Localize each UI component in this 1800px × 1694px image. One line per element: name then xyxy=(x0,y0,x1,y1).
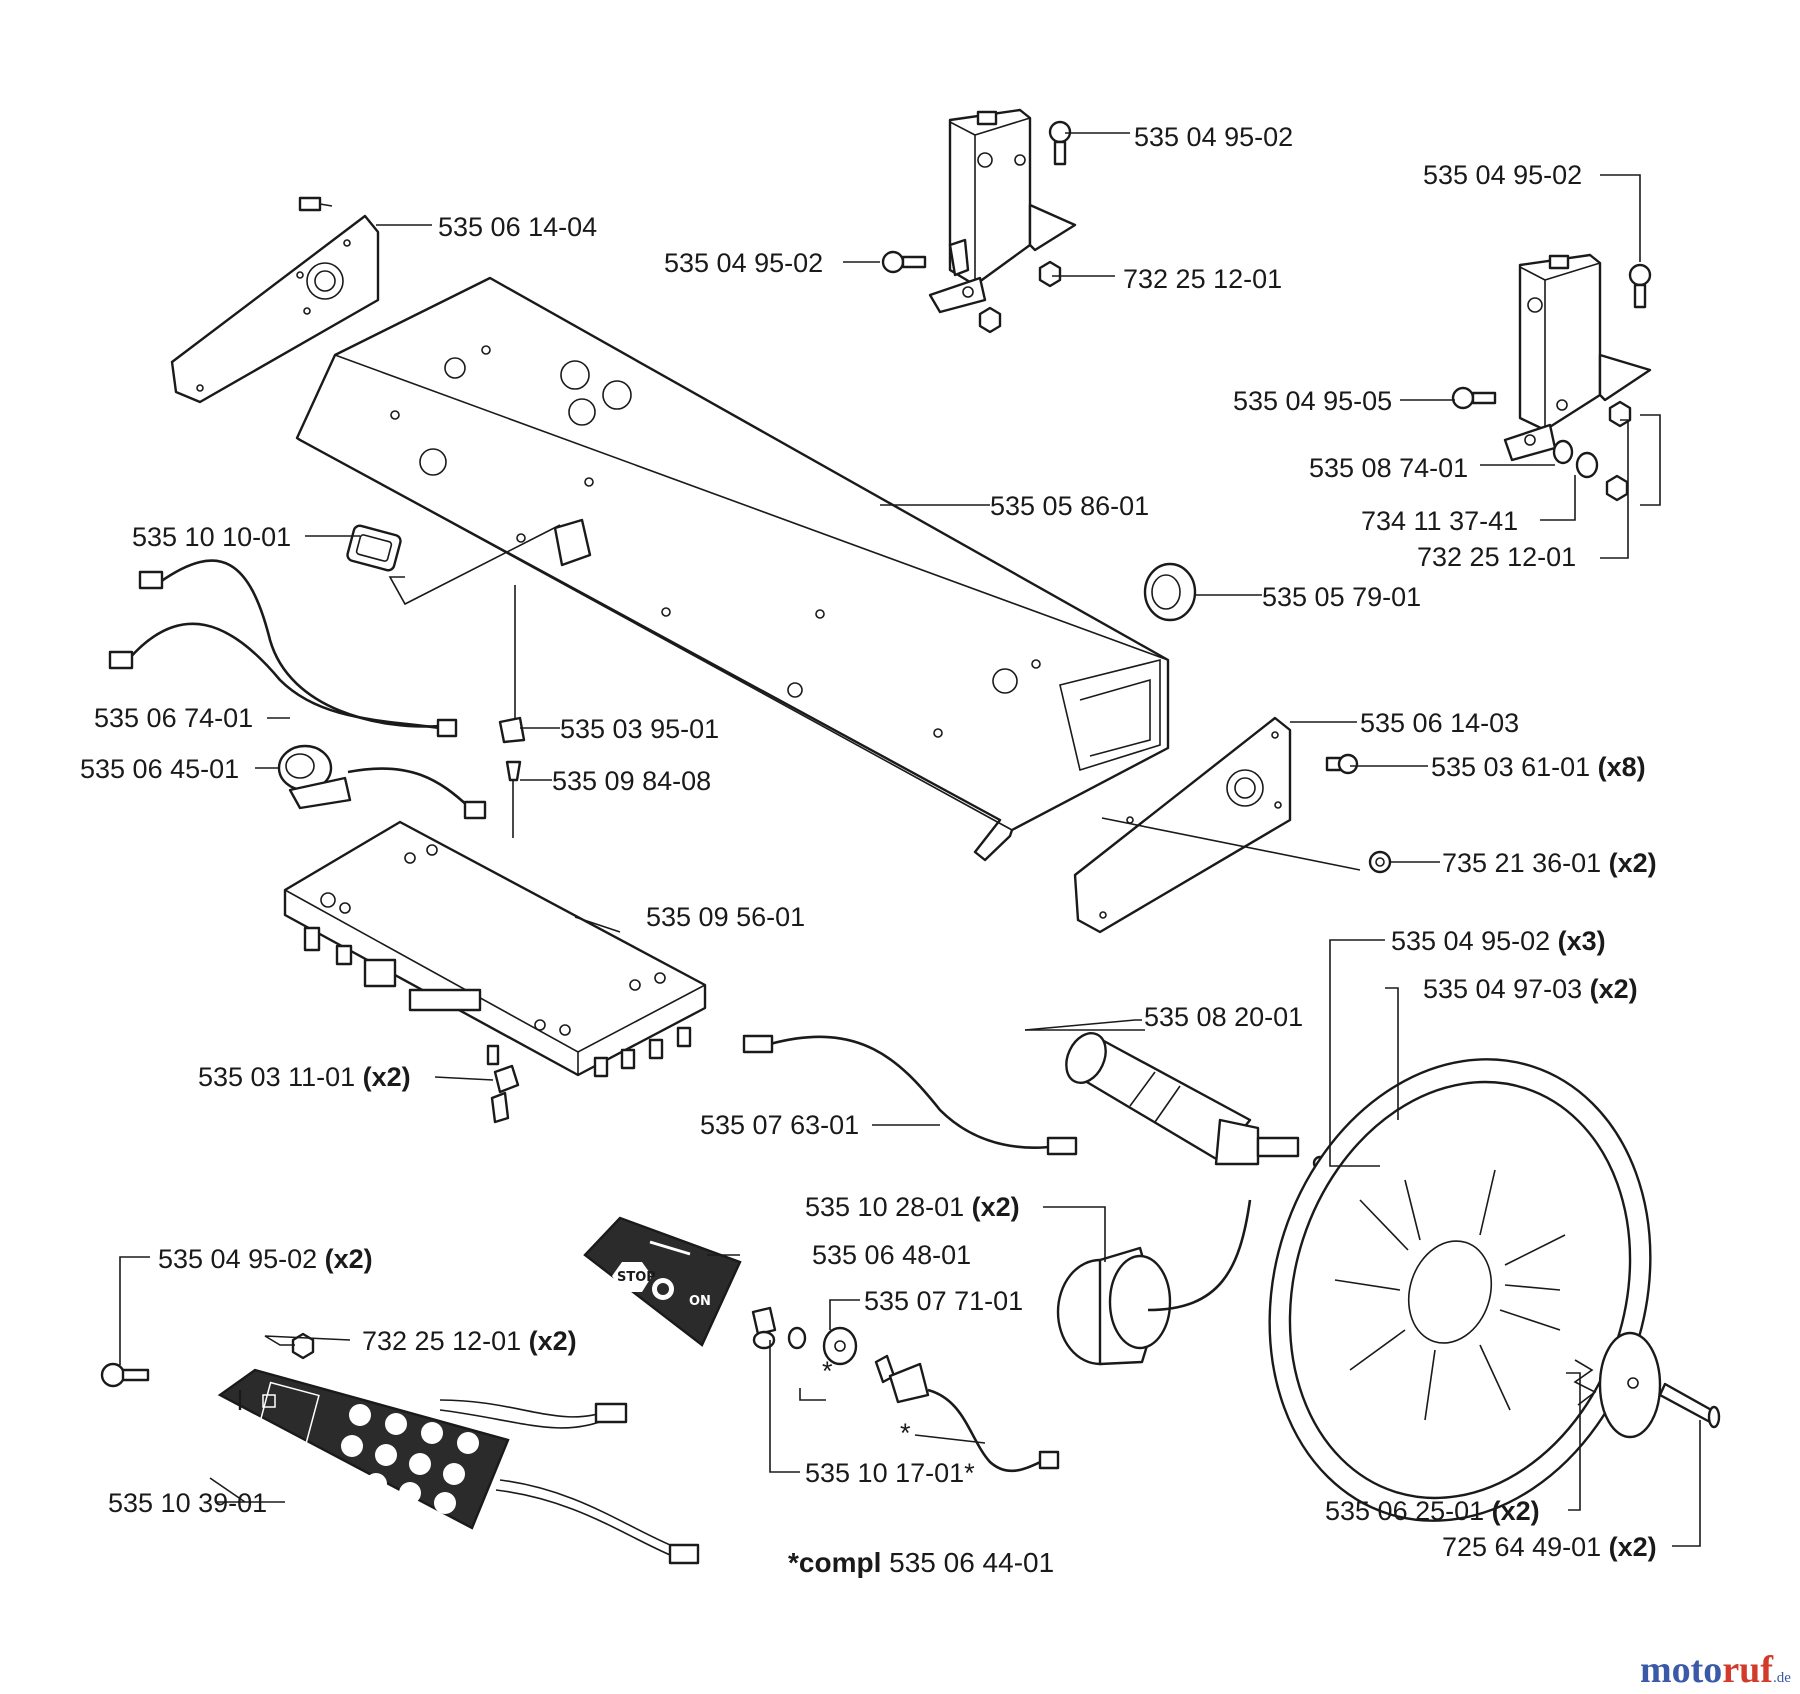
part-label: 535 07 63-01 xyxy=(700,1110,859,1140)
part-label: 535 06 25-01 (x2) xyxy=(1325,1496,1540,1526)
footnote-prefix: *compl xyxy=(788,1547,881,1578)
main-housing xyxy=(295,276,1170,862)
part-label: 535 04 95-02 (x2) xyxy=(158,1244,373,1274)
part-label: 535 04 95-02 xyxy=(1423,160,1582,190)
part-label: 535 03 11-01 (x2) xyxy=(198,1062,411,1092)
part-label: 535 10 17-01* xyxy=(805,1458,975,1488)
quantity: (x2) xyxy=(1609,848,1657,878)
quantity: (x8) xyxy=(1598,752,1646,782)
part-number: 535 10 28-01 xyxy=(805,1192,964,1222)
stop-on-decal: STOP ON xyxy=(583,1216,742,1347)
part-label: 535 08 74-01 xyxy=(1309,453,1468,483)
board-clip xyxy=(490,1064,520,1124)
part-number: 535 04 95-02 xyxy=(158,1244,317,1274)
part-label: 735 21 36-01 (x2) xyxy=(1442,848,1657,878)
part-label: 535 05 86-01 xyxy=(990,491,1149,521)
part-label: 535 08 20-01 xyxy=(1144,1002,1303,1032)
drive-wheel xyxy=(1268,1058,1652,1522)
part-label: 734 11 37-41 xyxy=(1361,506,1518,536)
hinge-block-right xyxy=(1451,253,1652,502)
part-label: 535 04 95-05 xyxy=(1233,386,1392,416)
quantity: (x2) xyxy=(529,1326,577,1356)
part-label: 732 25 12-01 (x2) xyxy=(362,1326,577,1356)
part-label: 732 25 12-01 xyxy=(1123,264,1282,294)
part-label: 535 10 10-01 xyxy=(132,522,291,552)
part-label: 535 05 79-01 xyxy=(1262,582,1421,612)
part-label: 535 10 28-01 (x2) xyxy=(805,1192,1020,1222)
part-label: 535 04 95-02 xyxy=(1134,122,1293,152)
clip-and-pin xyxy=(498,585,526,838)
circuit-board xyxy=(283,820,707,1078)
decal-on-text: ON xyxy=(689,1294,711,1309)
part-label: 535 04 95-02 (x3) xyxy=(1391,926,1606,956)
motor-cable xyxy=(742,1034,1078,1156)
quantity: (x2) xyxy=(1590,974,1638,1004)
quantity: (x2) xyxy=(972,1192,1020,1222)
round-grommet xyxy=(1143,562,1197,622)
part-number: 535 03 61-01 xyxy=(1431,752,1590,782)
hinge-block-top xyxy=(881,108,1077,334)
footnote-part: 535 06 44-01 xyxy=(889,1547,1054,1578)
part-labels: 535 04 95-02 535 06 14-04 535 04 95-02 5… xyxy=(80,122,1657,1562)
part-label: 535 06 74-01 xyxy=(94,703,253,733)
part-label: 535 06 14-03 xyxy=(1360,708,1519,738)
quantity: (x2) xyxy=(1492,1496,1540,1526)
quantity: (x2) xyxy=(363,1062,411,1092)
part-label: 535 06 14-04 xyxy=(438,212,597,242)
part-label: 535 03 61-01 (x8) xyxy=(1431,752,1646,782)
watermark-part2: ruf xyxy=(1722,1649,1774,1691)
switch-assembly xyxy=(751,1306,1060,1473)
quantity: (x3) xyxy=(1558,926,1606,956)
watermark-suffix: .de xyxy=(1773,1670,1791,1686)
part-label: 535 03 95-01 xyxy=(560,714,719,744)
watermark-part1: moto xyxy=(1640,1649,1722,1691)
drive-motor xyxy=(1065,1032,1328,1171)
svg-text:motoruf.de: motoruf.de xyxy=(1640,1649,1791,1691)
decal-stop-text: STOP xyxy=(617,1270,656,1285)
keypad xyxy=(100,1332,700,1565)
quantity: (x2) xyxy=(325,1244,373,1274)
part-number: 735 21 36-01 xyxy=(1442,848,1601,878)
asterisk-marker: * xyxy=(900,1418,911,1448)
part-label: 725 64 49-01 (x2) xyxy=(1442,1532,1657,1562)
part-number: 535 06 25-01 xyxy=(1325,1496,1484,1526)
hub-cap xyxy=(1573,1331,1721,1439)
part-label: 535 09 56-01 xyxy=(646,902,805,932)
part-number: 535 03 11-01 xyxy=(198,1062,355,1092)
side-plate-right xyxy=(1073,716,1392,934)
part-label: 535 07 71-01 xyxy=(864,1286,1023,1316)
part-label: 535 04 97-03 (x2) xyxy=(1423,974,1638,1004)
leader-lines xyxy=(119,132,1701,1547)
asterisk-marker: * xyxy=(822,1356,833,1386)
wire-harness xyxy=(108,559,458,738)
footnote: *compl 535 06 44-01 xyxy=(788,1547,1054,1578)
part-number: 732 25 12-01 xyxy=(362,1326,521,1356)
watermark-logo: motoruf.de xyxy=(1640,1649,1791,1691)
part-label: 535 06 45-01 xyxy=(80,754,239,784)
part-label: 535 10 39-01 xyxy=(108,1488,267,1518)
quantity: (x2) xyxy=(1609,1532,1657,1562)
side-plate-left xyxy=(170,196,380,404)
roller xyxy=(1056,1199,1252,1366)
part-label: 535 04 95-02 xyxy=(664,248,823,278)
part-label: 535 09 84-08 xyxy=(552,766,711,796)
rect-grommet xyxy=(346,524,402,572)
part-number: 725 64 49-01 xyxy=(1442,1532,1601,1562)
part-label: 732 25 12-01 xyxy=(1417,542,1576,572)
potentiometer xyxy=(277,744,487,820)
part-label: 535 06 48-01 xyxy=(812,1240,971,1270)
part-number: 535 04 95-02 xyxy=(1391,926,1550,956)
part-number: 535 04 97-03 xyxy=(1423,974,1582,1004)
